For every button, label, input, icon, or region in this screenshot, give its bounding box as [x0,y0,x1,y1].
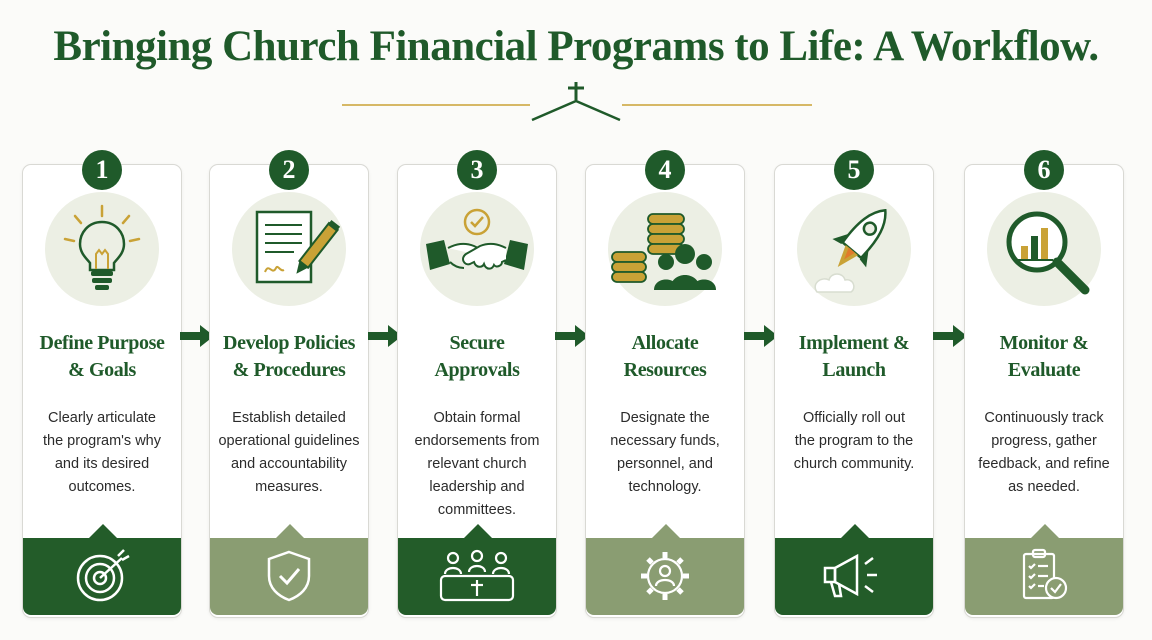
step-number-badge: 5 [834,150,874,190]
page-title: Bringing Church Financial Programs to Li… [53,23,1099,70]
step-2-card: 2 Develop Policies& Procedures Establish… [209,150,369,618]
step-footer [210,524,368,615]
checklist-icon [1022,548,1068,600]
lightbulb-icon [45,192,159,306]
flow-arrow [555,325,589,347]
step-title: Implement &Launch [798,332,910,381]
document-pen-icon [232,192,346,306]
step-number-badge: 4 [645,150,685,190]
step-footer [965,524,1123,615]
cross-divider [342,82,812,122]
target-icon [76,549,130,602]
step-number-badge: 1 [82,150,122,190]
step-title: Monitor &Evaluate [999,332,1089,381]
magnifier-chart-icon [987,192,1101,306]
flow-arrow [744,325,778,347]
coins-people-icon [608,192,722,306]
step-footer [775,524,933,615]
step-1-card: 1 Define Purpose& Goals Clearly articula… [22,150,182,618]
flow-arrow [933,325,967,347]
step-number-badge: 3 [457,150,497,190]
church-roof-cross-icon [531,82,621,122]
handshake-icon [420,192,534,306]
step-footer [23,524,181,615]
step-title: Define Purpose& Goals [39,332,165,381]
congregation-icon [439,549,515,602]
rocket-icon [797,192,911,306]
flow-arrow [368,325,402,347]
gear-person-icon [641,552,689,600]
step-title: Develop Policies& Procedures [223,332,355,381]
flow-arrow [180,325,214,347]
step-number-badge: 2 [269,150,309,190]
step-footer [398,524,556,615]
megaphone-icon [823,553,877,598]
shield-check-icon [267,550,311,602]
step-number-badge: 6 [1024,150,1064,190]
step-footer [586,524,744,615]
